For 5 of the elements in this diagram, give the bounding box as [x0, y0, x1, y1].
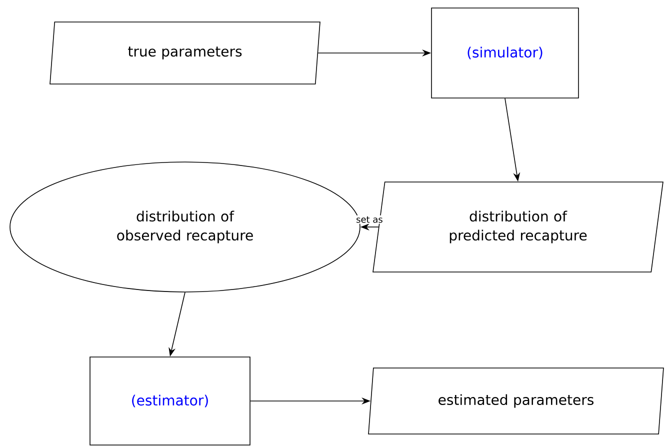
data-parallelogram: estimated parameters [368, 368, 664, 434]
process-box: (simulator) [431, 8, 579, 98]
edge-label: set as [355, 215, 384, 224]
data-parallelogram: true parameters [50, 22, 320, 84]
process-box: (estimator) [90, 356, 250, 446]
